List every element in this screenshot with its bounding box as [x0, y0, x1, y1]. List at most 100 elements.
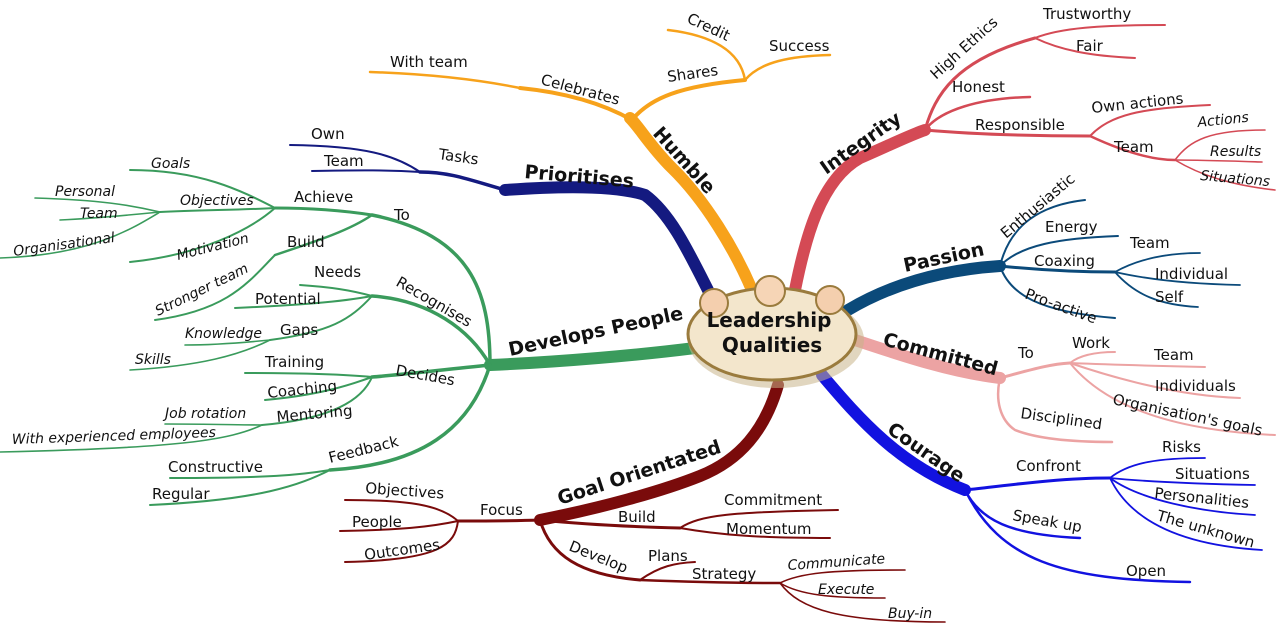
open-line: [963, 488, 1192, 584]
training-label: Training: [264, 353, 324, 371]
confront-label: Confront: [1016, 457, 1081, 475]
personal-line: [34, 197, 161, 213]
results-line: [1174, 159, 1263, 163]
branch-humble: [368, 28, 832, 296]
center-title-line2: Qualities: [722, 333, 822, 357]
regular-label: Regular: [152, 485, 210, 503]
risks-label: Risks: [1162, 438, 1201, 456]
to-line-comm: [998, 361, 1072, 380]
with-team-line: [368, 70, 522, 90]
branch-develops: [0, 169, 701, 506]
success-line: [743, 53, 832, 82]
training-line: [244, 372, 373, 378]
energy-line: [999, 235, 1119, 267]
tasks-label: Tasks: [436, 145, 479, 169]
goal-main-line: [534, 379, 784, 526]
responsible-label: Responsible: [975, 116, 1065, 134]
energy-label: Energy: [1045, 218, 1098, 236]
to-line: [370, 213, 492, 367]
gaps-line: [269, 295, 373, 341]
skills-label: Skills: [135, 352, 171, 368]
team-line-prior: [311, 169, 421, 173]
team-line-comm: [1069, 362, 1206, 368]
momentum-line: [679, 527, 831, 539]
knowledge-line: [184, 339, 271, 346]
to-label-dev: To: [393, 206, 410, 224]
commitment-label: Commitment: [724, 491, 822, 509]
buyin-line: [779, 582, 946, 623]
constructive-line: [169, 469, 331, 479]
organisational-label: Organisational: [12, 230, 116, 260]
personalities-label: Personalities: [1154, 484, 1251, 512]
potential-label: Potential: [255, 290, 321, 308]
branch-committed: [849, 334, 1276, 444]
team-line-integ: [1088, 134, 1177, 162]
disciplined-label: Disciplined: [1019, 404, 1103, 433]
disciplined-line: [996, 376, 1114, 444]
risks-line: [1109, 457, 1206, 479]
outcomes-label: Outcomes: [363, 535, 441, 563]
branch-goal: [339, 379, 946, 623]
team-label-prior: Team: [323, 152, 364, 170]
skills-line: [129, 339, 271, 371]
goals-line: [129, 169, 276, 209]
shares-line: [630, 78, 747, 122]
execute-label: Execute: [818, 582, 874, 598]
mentoring-line: [261, 376, 373, 426]
focus-label: Focus: [480, 501, 523, 519]
work-line: [1069, 351, 1116, 364]
own-label: Own: [311, 125, 345, 143]
situations-line-courage: [1109, 477, 1256, 486]
own-actions-line: [1089, 104, 1211, 137]
strategy-label: Strategy: [692, 565, 756, 583]
with-experienced-label: With experienced employees: [12, 425, 217, 448]
knowledge-label: Knowledge: [185, 326, 262, 342]
develop-label: Develop: [567, 537, 631, 577]
focus-line: [456, 518, 542, 523]
with-experienced-line: [0, 424, 263, 453]
passion-main-line: [842, 260, 1006, 316]
objectives-label: Objectives: [180, 193, 254, 209]
achieve-line: [273, 206, 374, 217]
execute-line: [779, 582, 886, 599]
coaching-line: [264, 376, 373, 401]
team-label-integ: Team: [1113, 138, 1154, 156]
courage-main-line: [816, 369, 971, 496]
team-line-passion: [1114, 252, 1201, 273]
gaps-label: Gaps: [280, 321, 318, 339]
trustworthy-label: Trustworthy: [1042, 5, 1131, 23]
self-line: [1114, 271, 1199, 308]
fair-label: Fair: [1076, 37, 1104, 55]
objectives-label-goal: Objectives: [365, 479, 445, 502]
situations-line: [1174, 159, 1276, 191]
decides-label: Decides: [394, 361, 456, 389]
personal-label: Personal: [55, 184, 115, 200]
people-icon: [699, 275, 845, 318]
credit-line: [666, 28, 747, 82]
objectives-line: [159, 207, 276, 213]
coaxing-label: Coaxing: [1034, 252, 1095, 270]
people-line: [339, 520, 459, 532]
integrity-main-line: [789, 124, 931, 296]
celebrates-label: Celebrates: [539, 70, 622, 108]
individual-line: [1114, 271, 1241, 286]
coaxing-line: [998, 264, 1117, 274]
team-label-comm: Team: [1153, 346, 1194, 364]
situations-label: Situations: [1200, 168, 1271, 190]
self-label: Self: [1155, 288, 1184, 306]
job-rotation-label: Job rotation: [162, 406, 246, 422]
unknown-line: [1109, 477, 1263, 551]
commitment-line: [679, 509, 839, 529]
branch-prioritises: [289, 144, 718, 304]
fair-line: [1034, 37, 1136, 59]
individual-label: Individual: [1155, 265, 1228, 283]
actions-label: Actions: [1196, 110, 1250, 131]
with-team-label: With team: [390, 53, 468, 71]
branch-integrity: [789, 24, 1276, 296]
center-hub: Leadership Qualities: [686, 275, 864, 388]
communicate-line: [779, 569, 906, 584]
proactive-line: [999, 265, 1116, 319]
develop-line: [538, 518, 642, 582]
high-ethics-line: [923, 36, 1037, 132]
